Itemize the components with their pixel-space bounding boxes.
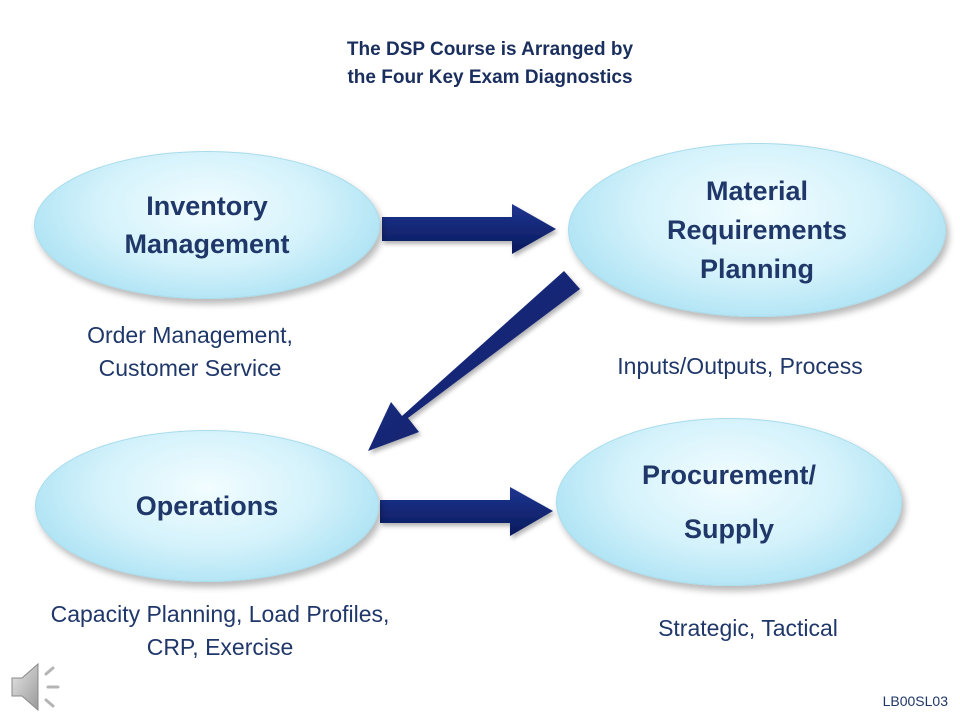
node-operations-line-1: Operations bbox=[135, 490, 279, 521]
subtopic-operations-line-2: CRP, Exercise bbox=[146, 634, 294, 660]
subtopic-operations-line-1: Capacity Planning, Load Profiles, bbox=[50, 601, 390, 627]
subtopics-operations: Capacity Planning, Load Profiles, CRP, E… bbox=[10, 598, 430, 664]
node-procurement-supply: Procurement/ Supply bbox=[556, 418, 902, 586]
arrow-operations-to-procurement bbox=[380, 487, 553, 536]
subtopic-mrp-line-1: Inputs/Outputs, Process bbox=[617, 353, 863, 379]
subtopics-inventory: Order Management, Customer Service bbox=[40, 319, 340, 385]
node-procurement-line-2: Supply bbox=[683, 514, 774, 544]
node-procurement-line-1: Procurement/ bbox=[641, 460, 817, 490]
node-inventory-management: Inventory Management bbox=[34, 151, 380, 299]
title-line-2: the Four Key Exam Diagnostics bbox=[347, 67, 633, 88]
title-line-1: The DSP Course is Arranged by bbox=[346, 39, 634, 60]
slide-code: LB00SL03 bbox=[882, 693, 948, 709]
node-mrp-line-2: Requirements bbox=[666, 214, 848, 245]
subtopic-inventory-line-2: Customer Service bbox=[98, 355, 282, 381]
arrow-inventory-to-mrp bbox=[382, 204, 556, 254]
arrow-mrp-to-operations bbox=[368, 271, 580, 451]
node-inventory-line-2: Management bbox=[124, 229, 290, 259]
node-inventory-line-1: Inventory bbox=[146, 191, 268, 221]
node-operations: Operations bbox=[35, 430, 379, 582]
slide-title: The DSP Course is Arranged by the Four K… bbox=[230, 36, 750, 92]
node-mrp-line-3: Planning bbox=[700, 253, 814, 284]
subtopics-mrp: Inputs/Outputs, Process bbox=[580, 350, 900, 383]
speaker-icon[interactable] bbox=[6, 658, 70, 716]
node-material-requirements-planning: Material Requirements Planning bbox=[568, 143, 946, 317]
node-mrp-line-1: Material bbox=[705, 175, 809, 206]
subtopics-procurement: Strategic, Tactical bbox=[600, 612, 896, 645]
subtopic-inventory-line-1: Order Management, bbox=[87, 322, 293, 348]
subtopic-procurement-line-1: Strategic, Tactical bbox=[658, 615, 838, 641]
